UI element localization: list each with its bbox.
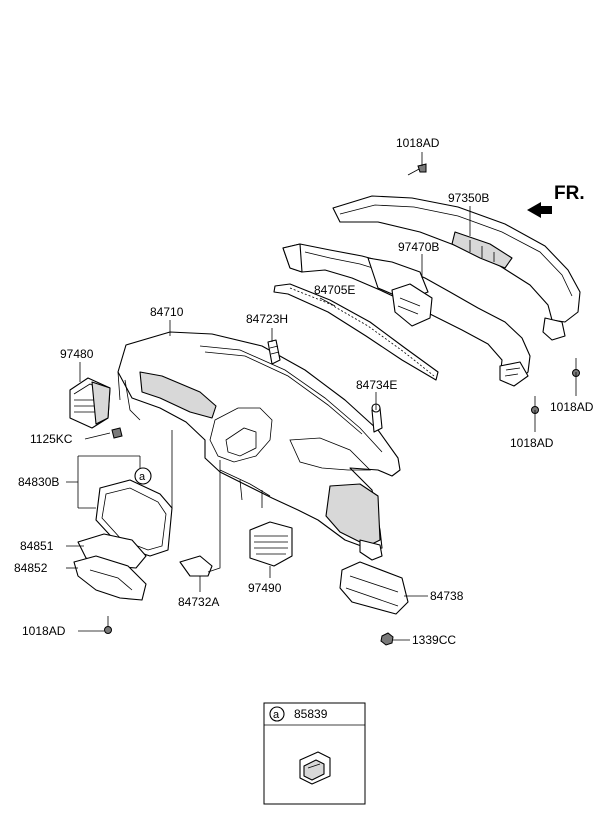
label-84738: 84738 bbox=[430, 589, 464, 603]
label-84710: 84710 bbox=[150, 305, 184, 319]
label-1018ad-mid: 1018AD bbox=[510, 436, 554, 450]
defroster-duct-97350b bbox=[332, 195, 581, 341]
screw-icon bbox=[111, 427, 123, 439]
garnish-strip-84705e bbox=[273, 283, 439, 381]
label-1018ad-right: 1018AD bbox=[550, 400, 594, 414]
label-84830b: 84830B bbox=[18, 475, 59, 489]
clip-85839-icon bbox=[299, 751, 331, 785]
label-1339cc: 1339CC bbox=[412, 633, 456, 647]
crash-pad-84710 bbox=[117, 331, 401, 561]
label-1125kc: 1125KC bbox=[30, 432, 73, 446]
label-97480: 97480 bbox=[60, 347, 94, 361]
clip-84723h bbox=[267, 339, 281, 365]
nut-icon bbox=[380, 632, 394, 646]
label-97350b: 97350B bbox=[448, 191, 489, 205]
label-97470b: 97470B bbox=[398, 240, 439, 254]
center-air-vent-97490 bbox=[249, 521, 293, 567]
label-1018ad-bottom: 1018AD bbox=[22, 624, 66, 638]
label-1018ad-top: 1018AD bbox=[396, 136, 440, 150]
side-air-vent-97480 bbox=[69, 377, 111, 429]
steering-column-shroud-84852 bbox=[73, 555, 147, 601]
label-84734e: 84734E bbox=[356, 378, 397, 392]
callout-marker-label: a bbox=[139, 471, 146, 483]
label-84732a: 84732A bbox=[178, 595, 219, 609]
label-84852: 84852 bbox=[14, 561, 48, 575]
label-84851: 84851 bbox=[20, 539, 54, 553]
label-84723h: 84723H bbox=[246, 312, 288, 326]
side-vent-duct-97470b bbox=[282, 243, 531, 387]
clip-84734e bbox=[371, 403, 383, 433]
detail-box-part-label: 85839 bbox=[294, 707, 328, 721]
bolt-icon bbox=[104, 616, 112, 634]
label-84705e: 84705E bbox=[314, 283, 355, 297]
front-arrow-icon bbox=[527, 202, 552, 218]
front-indicator-label: FR. bbox=[554, 183, 585, 204]
bracket-84738 bbox=[339, 561, 409, 615]
bolt-icon bbox=[407, 163, 427, 176]
leader-lines bbox=[66, 152, 577, 641]
bracket-84732a bbox=[179, 555, 213, 577]
detail-box: a 85839 bbox=[263, 702, 366, 805]
callout-marker: a bbox=[134, 467, 152, 485]
detail-box-marker: a bbox=[273, 709, 280, 721]
label-97490: 97490 bbox=[248, 581, 282, 595]
